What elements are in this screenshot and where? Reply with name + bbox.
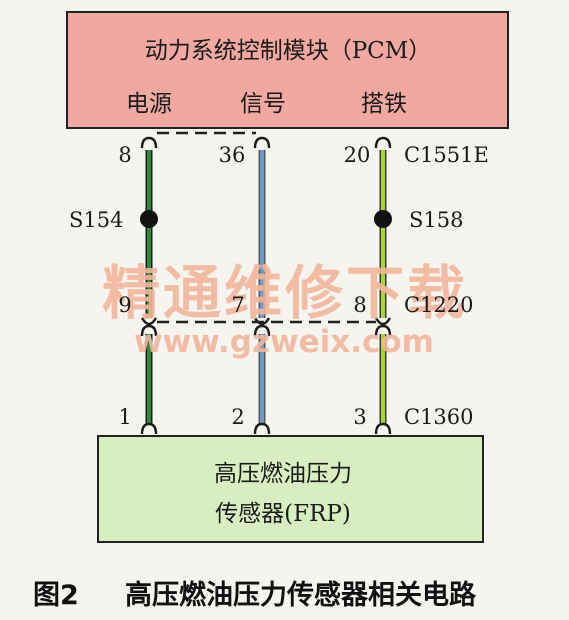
watermark-url: www.gzweix.com [134, 324, 434, 360]
pin-top-signal: 36 [219, 143, 246, 167]
connector-mid-label: C1220 [404, 293, 474, 317]
connector-bottom-label: C1360 [404, 405, 474, 429]
watermark-cn: 精通维修下载 [102, 259, 468, 327]
sensor-box [97, 435, 484, 543]
pin-mid-signal: 7 [231, 293, 244, 317]
splice-s154-label: S154 [69, 208, 123, 232]
caption-title: 高压燃油压力传感器相关电路 [125, 579, 477, 611]
caption-figure: 图2 [33, 580, 79, 611]
pin-top-ground: 20 [344, 143, 371, 167]
pin-bottom-power: 1 [118, 405, 131, 429]
sensor-label-line2: 传感器(FRP) [215, 501, 351, 527]
pin-mid-power: 9 [118, 293, 131, 317]
pin-bottom-ground: 3 [353, 405, 366, 429]
pcm-ground-label: 搭铁 [361, 91, 407, 117]
connector-top-label: C1551E [404, 143, 489, 167]
pin-top-power: 8 [118, 143, 131, 167]
pin-mid-ground: 8 [353, 293, 366, 317]
splice-s154-dot [140, 210, 158, 228]
pcm-power-label: 电源 [126, 91, 172, 117]
pcm-signal-label: 信号 [240, 91, 286, 117]
pcm-box [66, 11, 509, 129]
sensor-label-line1: 高压燃油压力 [214, 461, 352, 487]
pcm-title: 动力系统控制模块（PCM） [145, 38, 432, 64]
splice-s158-dot [374, 210, 392, 228]
connector-hooks [140, 136, 392, 435]
pin-bottom-signal: 2 [231, 405, 244, 429]
splice-s158-label: S158 [409, 208, 463, 232]
